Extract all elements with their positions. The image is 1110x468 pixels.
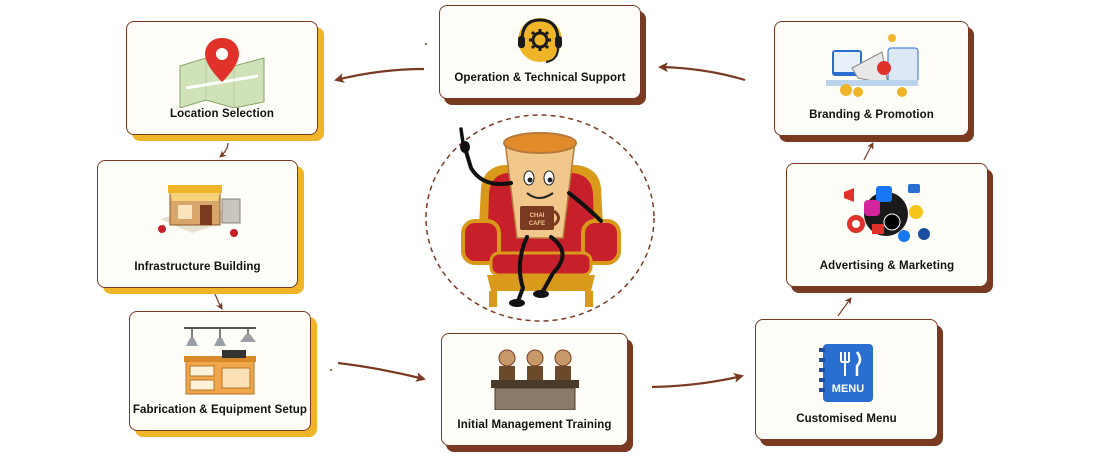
svg-text:CAFE: CAFE: [529, 221, 545, 227]
step-label: Advertising & Marketing: [819, 260, 955, 272]
step-card-training: Initial Management Training: [441, 333, 628, 446]
step-label: Initial Management Training: [457, 419, 612, 431]
svg-text:CHAI: CHAI: [530, 213, 545, 219]
step-card-fabrication: Fabrication & Equipment Setup: [129, 311, 311, 431]
arrow-training-to-menu: [651, 372, 744, 389]
step-card-infrastructure: Infrastructure Building: [97, 160, 298, 288]
headset-gear-icon: [510, 14, 570, 70]
step-label: Fabrication & Equipment Setup: [132, 404, 308, 416]
staff-training-icon: [487, 344, 583, 410]
arrow-location-to-infrastructure: [219, 142, 229, 158]
step-card-advertising: Advertising & Marketing: [786, 163, 988, 287]
step-card-location: Location Selection: [126, 21, 318, 135]
center-mascot: CHAI CAFE: [423, 113, 659, 325]
menu-book-icon: MENU: [817, 340, 877, 406]
arrow-advertising-to-branding: [863, 142, 874, 161]
arrow-menu-to-advertising: [837, 297, 852, 317]
arrow-branding-to-support: [658, 62, 746, 82]
arrow-fabrication-to-training: [337, 361, 426, 382]
step-label: Location Selection: [169, 108, 275, 120]
step-label: Customised Menu: [796, 413, 897, 425]
arrow-support-to-location: [334, 67, 425, 83]
step-label: Infrastructure Building: [134, 261, 261, 273]
shop-building-icon: [148, 179, 248, 249]
step-card-menu: MENU Customised Menu: [755, 319, 938, 440]
kitchen-counter-icon: [180, 324, 260, 396]
social-media-icon: [842, 180, 932, 250]
svg-text:MENU: MENU: [831, 383, 863, 395]
step-card-support: Operation & Technical Support: [439, 5, 641, 99]
arrow-infrastructure-to-fabrication: [214, 293, 223, 310]
step-card-branding: Branding & Promotion: [774, 21, 969, 136]
step-label: Branding & Promotion: [809, 109, 934, 121]
step-label: Operation & Technical Support: [454, 72, 626, 84]
map-pin-icon: [172, 36, 272, 108]
promotion-megaphone-icon: [822, 34, 922, 100]
